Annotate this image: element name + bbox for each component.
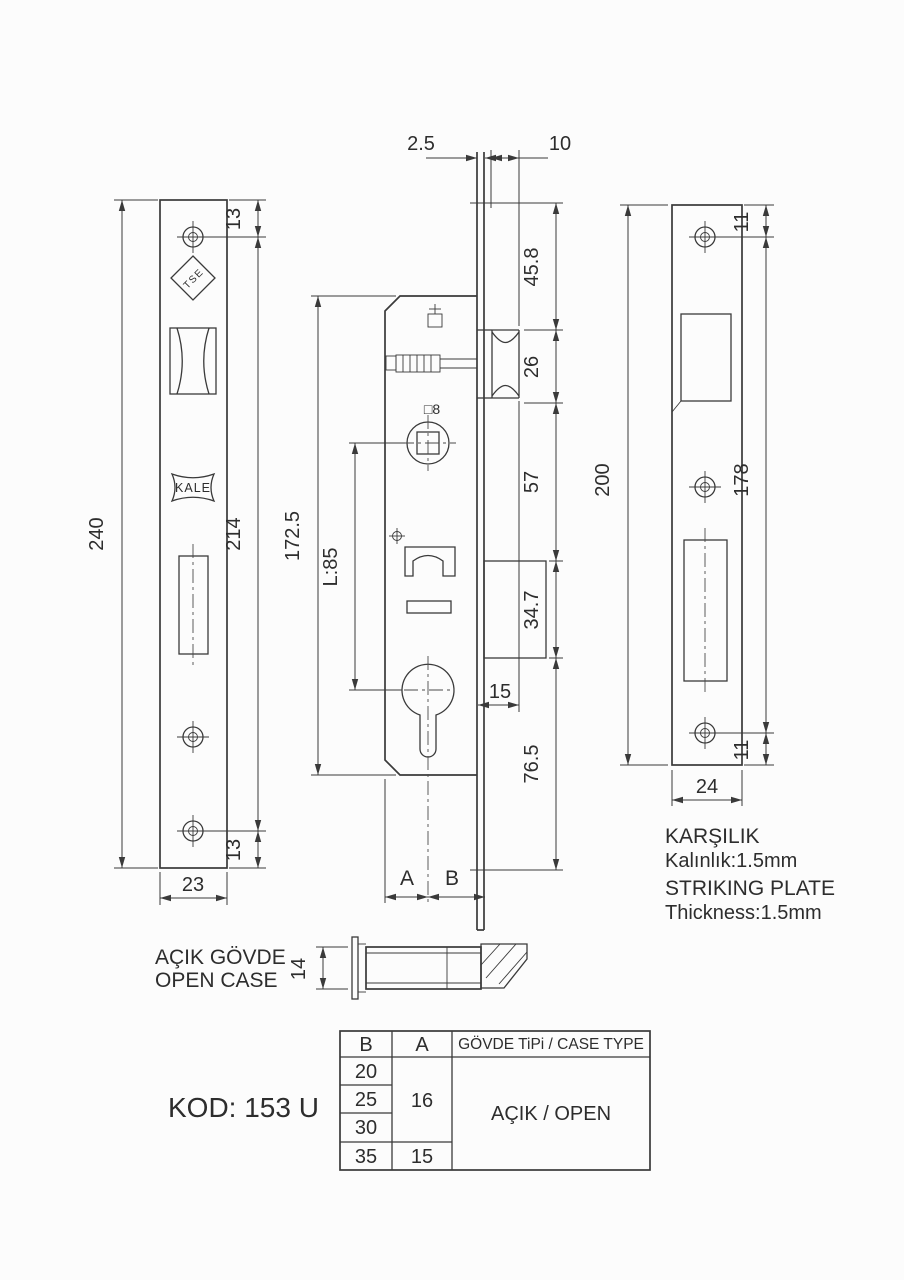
section-dimension: 14 — [288, 946, 348, 990]
table-b-30: 30 — [355, 1117, 377, 1139]
striking-plate-view — [671, 204, 743, 766]
table-case-type: AÇIK / OPEN — [491, 1103, 611, 1125]
open-case-labels: AÇIK GÖVDE OPEN CASE — [155, 946, 286, 992]
table-a-16: 16 — [411, 1090, 433, 1112]
dim-hole-span: 214 — [223, 517, 245, 550]
dim-strike-offset-bottom: 11 — [731, 740, 753, 761]
striking-plate-dimensions: 200 11 178 11 24 — [592, 204, 774, 806]
roller-latch-head — [491, 329, 520, 399]
top-dimensions: 2.5 10 — [407, 133, 571, 712]
dim-seg-bolt: 34.7 — [521, 591, 543, 630]
roller-bolt — [169, 327, 217, 395]
label-a: A — [400, 867, 414, 890]
dim-seg-top: 45.8 — [521, 248, 543, 287]
dim-case-depth: 14 — [288, 958, 310, 980]
lock-body-view: □8 — [384, 152, 547, 931]
case-dimension-chain: 45.8 26 57 34.7 76.5 — [470, 202, 563, 871]
tse-logo: TSE — [170, 255, 216, 301]
table-b-20: 20 — [355, 1061, 377, 1083]
open-case-section-view — [351, 936, 528, 1000]
dim-case-length: 172.5 — [282, 511, 304, 561]
dim-strike-offset-top: 11 — [731, 212, 753, 233]
dim-faceplate-length: 240 — [86, 517, 108, 550]
case-dimensions-left: 172.5 L:85 — [282, 295, 405, 776]
table-header-b: B — [359, 1034, 372, 1056]
faceplate-view: TSE KALE — [159, 199, 228, 869]
locking-piece — [404, 546, 456, 577]
dim-strike-width: 24 — [696, 776, 718, 798]
label-b: B — [445, 867, 459, 890]
table-b-25: 25 — [355, 1089, 377, 1111]
spindle-follower: □8 — [400, 401, 456, 471]
dim-faceplate-width: 23 — [182, 874, 204, 896]
table-b-35: 35 — [355, 1146, 377, 1168]
note-karsilik: KARŞILIK — [665, 825, 760, 848]
dim-seg-bottom: 76.5 — [521, 745, 543, 784]
stop-bar — [406, 600, 452, 614]
faceplate-dimensions: 240 13 214 13 23 — [86, 199, 266, 905]
product-code: KOD: 153 U — [168, 1092, 319, 1123]
backset-dimensions: A B — [384, 779, 485, 903]
deadbolt-thrown — [483, 560, 547, 659]
striking-plate-notes: KARŞILIK Kalınlık:1.5mm STRIKING PLATE T… — [665, 825, 835, 924]
dim-seg-mid: 57 — [521, 471, 543, 493]
label-open-case: OPEN CASE — [155, 969, 278, 992]
label-acik-govde: AÇIK GÖVDE — [155, 946, 286, 969]
dim-follower-square: □8 — [424, 401, 440, 417]
case-type-table: B A GÖVDE TiPi / CASE TYPE 20 25 30 35 1… — [339, 1030, 651, 1171]
dim-strike-hole-span: 178 — [731, 463, 753, 496]
note-thickness: Thickness:1.5mm — [665, 902, 822, 924]
dim-strike-length: 200 — [592, 463, 614, 496]
throw-dimension: 15 — [478, 681, 519, 709]
table-header-a: A — [415, 1034, 429, 1056]
dim-throw: 15 — [489, 681, 511, 703]
kale-logo: KALE — [170, 472, 216, 503]
note-striking-plate: STRIKING PLATE — [665, 877, 835, 900]
tse-logo-text: TSE — [182, 267, 207, 292]
dim-latch-projection: 10 — [549, 133, 571, 155]
dim-seg-latch: 26 — [521, 356, 543, 378]
latch-section — [480, 943, 528, 989]
dim-hole-offset-top: 13 — [223, 208, 245, 230]
dim-hole-offset-bottom: 13 — [223, 839, 245, 861]
kale-logo-text: KALE — [175, 481, 211, 495]
cylinder-cutout — [401, 656, 455, 903]
note-kalinlik: Kalınlık:1.5mm — [665, 850, 797, 872]
dim-centers: L:85 — [320, 548, 342, 587]
dim-plate-thickness: 2.5 — [407, 133, 435, 155]
table-header-type: GÖVDE TiPi / CASE TYPE — [458, 1035, 644, 1053]
table-a-15: 15 — [411, 1146, 433, 1168]
